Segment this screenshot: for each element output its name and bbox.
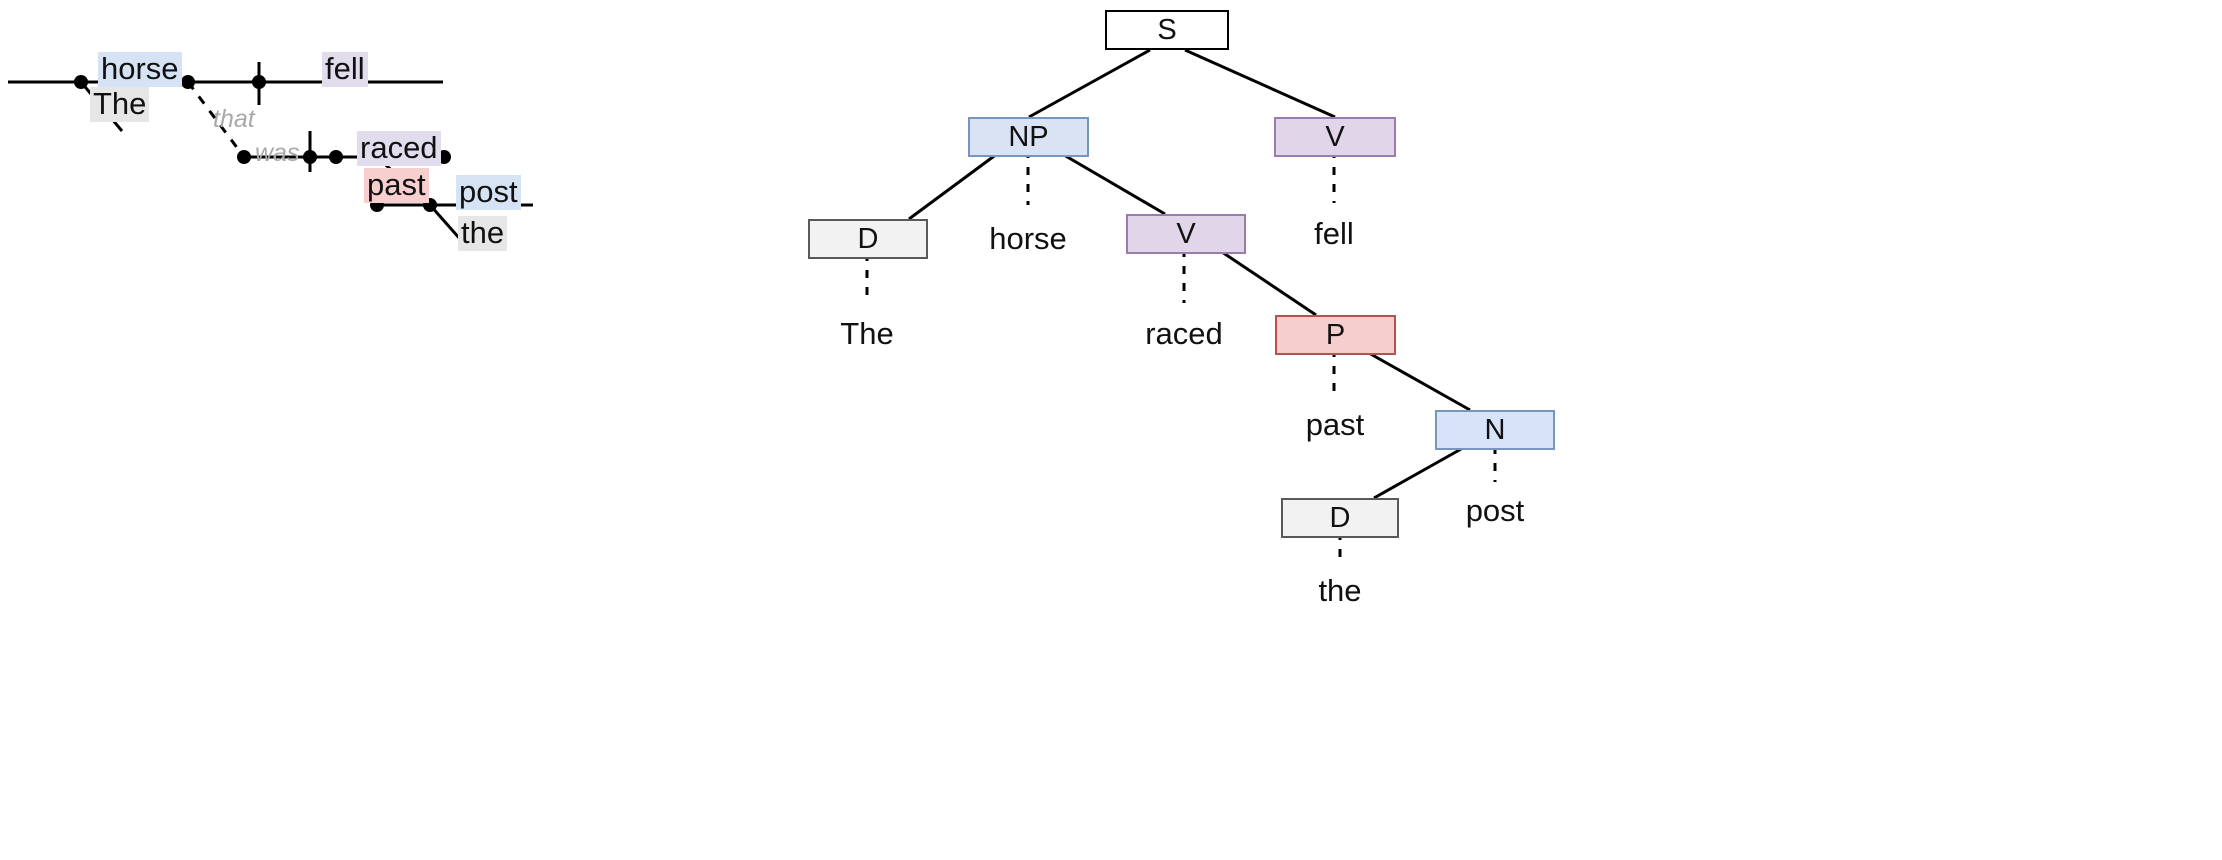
rk-word-past: past bbox=[364, 168, 429, 203]
tree-leaf-post: post bbox=[1465, 493, 1525, 528]
rk-word-the-1: The bbox=[90, 87, 150, 122]
rk-node-dot bbox=[74, 75, 88, 89]
edge-s-v bbox=[1184, 48, 1336, 119]
rk-trace-that: that bbox=[213, 105, 255, 133]
rk-node-dot bbox=[252, 75, 266, 89]
rk-dashed-that bbox=[186, 81, 246, 158]
edge-s-np bbox=[1028, 48, 1151, 119]
tree-leaf-raced: raced bbox=[1145, 316, 1223, 351]
rk-word-fell: fell bbox=[322, 52, 368, 87]
tree-leaf-fell: fell bbox=[1314, 216, 1354, 251]
tree-node-d-the-1[interactable]: D bbox=[808, 219, 928, 259]
rk-word-raced: raced bbox=[357, 131, 441, 166]
rk-node-dot bbox=[303, 150, 317, 164]
tree-node-v-fell[interactable]: V bbox=[1274, 117, 1396, 157]
edge-np-d bbox=[908, 146, 1006, 221]
tree-node-v-raced[interactable]: V bbox=[1126, 214, 1246, 254]
tree-node-s[interactable]: S bbox=[1105, 10, 1229, 50]
edge-np-v2 bbox=[1051, 146, 1166, 216]
rk-word-horse: horse bbox=[98, 52, 182, 87]
tree-node-d-the-2[interactable]: D bbox=[1281, 498, 1399, 538]
rk-node-dot bbox=[237, 150, 251, 164]
tree-leaf-past: past bbox=[1305, 407, 1365, 442]
tree-node-np[interactable]: NP bbox=[968, 117, 1089, 157]
tree-leaf-the-2: the bbox=[1318, 573, 1362, 608]
edge-v2-p bbox=[1215, 246, 1317, 317]
rk-word-post: post bbox=[456, 175, 521, 210]
rk-word-the-2: the bbox=[458, 216, 508, 251]
tree-node-n[interactable]: N bbox=[1435, 410, 1555, 450]
edge-n-d2 bbox=[1373, 442, 1471, 500]
tree-node-p[interactable]: P bbox=[1275, 315, 1396, 355]
tree-leaf-the-1: The bbox=[840, 316, 894, 351]
tree-leaf-horse: horse bbox=[989, 221, 1067, 256]
rk-node-dot bbox=[181, 75, 195, 89]
edge-p-n bbox=[1359, 346, 1471, 412]
rk-node-dot bbox=[329, 150, 343, 164]
rk-trace-was: was bbox=[255, 139, 300, 167]
